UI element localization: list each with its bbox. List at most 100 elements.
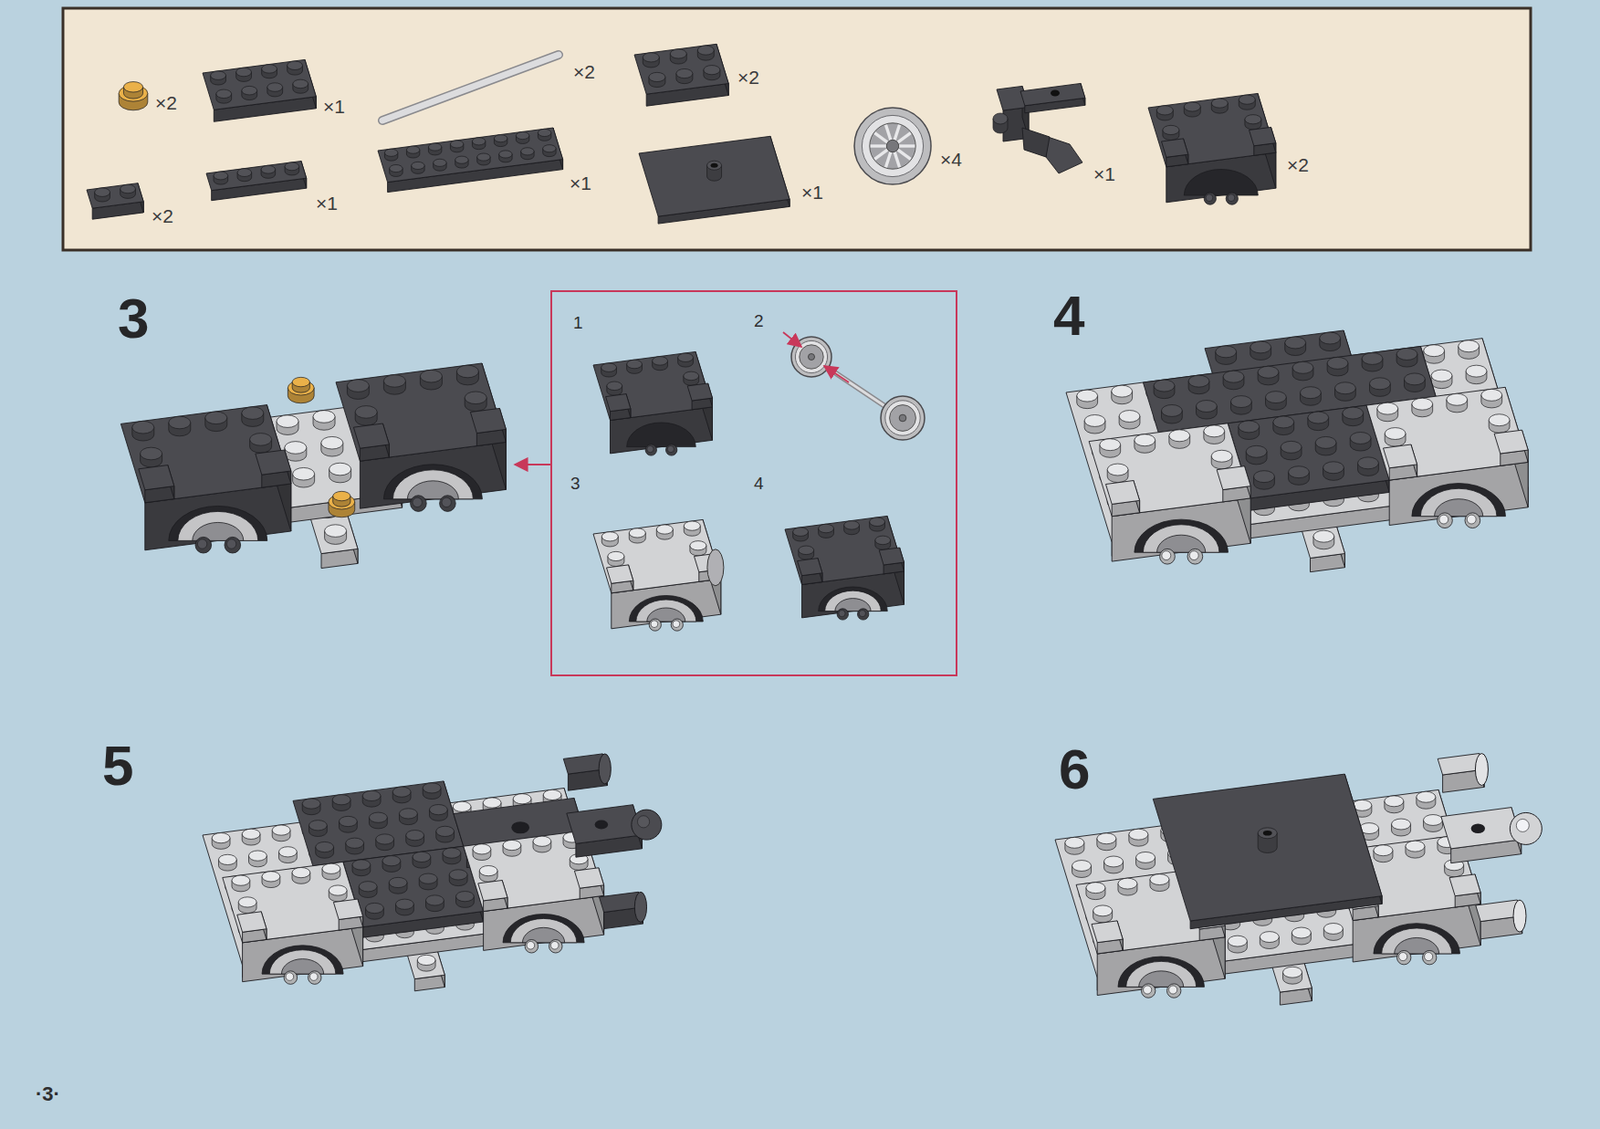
plate-part xyxy=(634,43,729,106)
step-3-model-shape xyxy=(355,406,377,419)
step-6-model-shape xyxy=(1471,824,1485,835)
step-6-model-shape xyxy=(1423,815,1444,827)
step-3-model-shape xyxy=(439,495,457,513)
step-3-model-shape xyxy=(333,491,351,501)
bogie-substep-shape xyxy=(628,528,646,538)
bogie-substep-shape xyxy=(607,551,625,561)
step-3-model-shape xyxy=(132,420,155,434)
bogie-part-shape xyxy=(1238,94,1255,105)
plate-part-shape xyxy=(449,140,463,148)
bogie-substep-shape xyxy=(627,359,643,369)
step-4-model-shape xyxy=(1280,440,1302,453)
step-5-model-shape xyxy=(218,854,237,865)
axle-part-shape xyxy=(382,54,559,121)
step-5-model-shape xyxy=(512,794,532,805)
step-4-model-shape xyxy=(1084,415,1106,428)
step-4-model-shape xyxy=(1411,483,1506,517)
step-3-model-shape xyxy=(456,365,479,378)
step-6-model-shape xyxy=(1152,773,1382,921)
step-4-model-shape xyxy=(1404,373,1426,386)
step-6-model-shape xyxy=(1422,950,1437,964)
bogie-substep-shape xyxy=(784,515,905,585)
step-4-model-shape xyxy=(1431,369,1453,382)
step-6-model-shape xyxy=(1352,903,1481,963)
wheelset-substep-shape xyxy=(889,405,917,432)
step-4-model-shape xyxy=(1223,370,1245,383)
plate-part-shape xyxy=(261,64,278,74)
step-5-model-shape xyxy=(598,753,611,785)
step-4-model-shape xyxy=(1231,396,1253,408)
step-5-model-shape xyxy=(271,825,291,836)
step-6-model-shape xyxy=(1283,966,1303,978)
plate-part-shape xyxy=(676,68,693,78)
step-5-model-shape xyxy=(406,830,425,841)
plate-part-shape xyxy=(406,146,419,154)
plate-part xyxy=(86,183,144,220)
bogie-substep-shape xyxy=(838,609,846,617)
step-5-model-shape xyxy=(396,899,415,910)
step-6-model-shape xyxy=(1397,950,1412,964)
bogie-substep-shape xyxy=(628,596,703,623)
step-4-model-shape xyxy=(1077,389,1099,402)
step-5-model-shape xyxy=(510,918,577,942)
step-5-model-shape xyxy=(549,940,564,954)
step-3-model-shape xyxy=(177,511,259,541)
step-4-model-shape xyxy=(1342,407,1364,419)
bogie-substep-shape xyxy=(606,394,631,412)
bogie-substep-shape xyxy=(687,383,712,401)
step-5-model-shape xyxy=(222,861,364,942)
step-3-model-shape xyxy=(224,536,241,554)
step-3-model-shape xyxy=(255,449,292,475)
step-5-model-shape xyxy=(543,789,562,800)
step-4-model-shape xyxy=(1134,519,1229,553)
step-6-model-shape xyxy=(1513,899,1527,932)
plate-part-shape xyxy=(634,43,729,95)
step-5-model-shape xyxy=(502,839,522,850)
step-5-model-shape xyxy=(211,833,231,844)
step-4-model-shape xyxy=(1265,391,1287,404)
round-plate-part-shape xyxy=(123,82,143,93)
plate-part-shape xyxy=(210,71,227,81)
step-5-model-shape xyxy=(436,826,455,837)
step-6-model-shape xyxy=(1167,983,1182,998)
step-6-model-shape xyxy=(1097,937,1225,996)
quantity-label: ×2 xyxy=(155,93,178,113)
step-5-model-shape xyxy=(595,820,609,830)
step-3-model-shape xyxy=(276,415,299,429)
step-5-model-shape xyxy=(343,846,484,928)
step-6-model-shape xyxy=(1449,874,1481,897)
step-5-model-shape xyxy=(574,867,604,889)
step-5-model-shape xyxy=(352,859,371,870)
step-5-model-shape xyxy=(368,812,387,823)
step-4-model-shape xyxy=(1458,340,1480,353)
step-4-model-shape xyxy=(1349,432,1371,445)
step-4-model-shape xyxy=(1257,366,1279,378)
step-6-model-shape xyxy=(1118,956,1205,987)
step-4-model-shape xyxy=(1464,512,1481,529)
bogie-substep-shape xyxy=(652,356,669,367)
plate-part-shape xyxy=(428,143,441,151)
bogie-substep-shape xyxy=(818,523,835,534)
parts-list-shape xyxy=(62,8,1531,251)
step-5-model-shape xyxy=(634,891,647,922)
step-5-model-shape xyxy=(428,805,448,816)
quantity-label: ×2 xyxy=(737,67,760,87)
step-3-model-shape xyxy=(195,536,212,554)
step-4-model-shape xyxy=(1254,470,1276,483)
step-4-model-shape xyxy=(1088,423,1251,517)
step-6-model xyxy=(1055,753,1542,1006)
step-5-model-shape xyxy=(637,815,649,828)
plate-part-shape xyxy=(471,137,485,146)
step-5-model-shape xyxy=(358,881,377,892)
wheelset-substep-shape xyxy=(799,345,824,369)
step-5-model-shape xyxy=(566,805,643,845)
step-6-model-shape xyxy=(1391,818,1412,830)
step-5-model-shape xyxy=(237,911,267,933)
step-4-model-shape xyxy=(1466,514,1476,524)
step-6-model-shape xyxy=(1093,905,1113,917)
step-5-model-shape xyxy=(533,836,552,847)
step-4-model-shape xyxy=(1361,352,1383,365)
plate-part-shape xyxy=(237,168,252,178)
bogie-part-shape xyxy=(1148,93,1276,167)
plate-part-shape xyxy=(515,131,529,139)
